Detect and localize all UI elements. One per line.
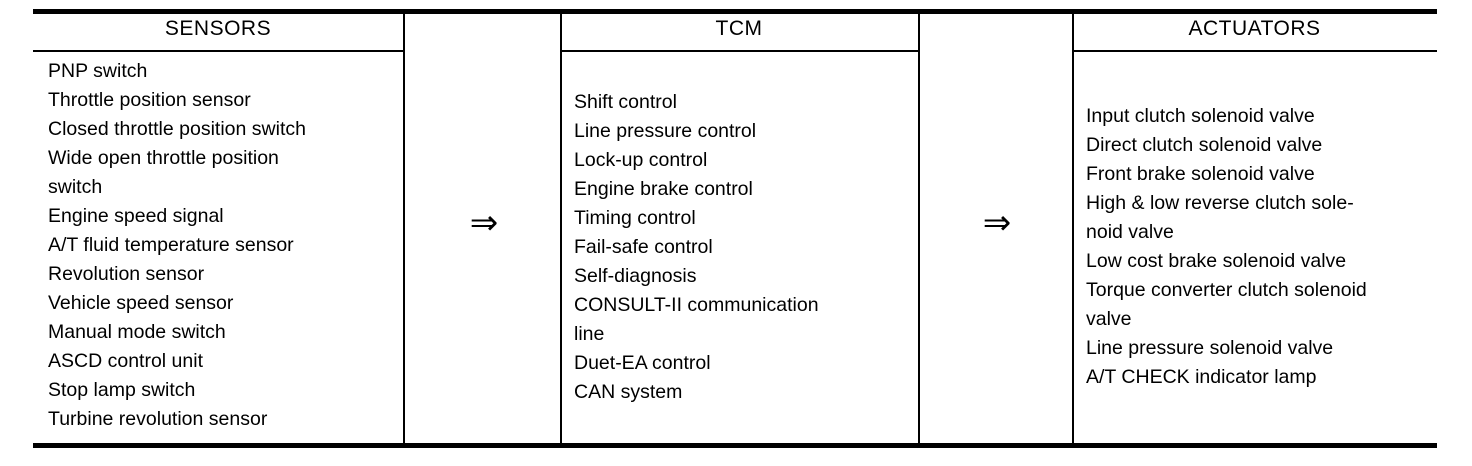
list-item: CAN system [574,380,683,403]
list-item: PNP switch [48,60,148,82]
tcm-list: Shift control Line pressure control Lock… [574,51,909,443]
list-item: Engine brake control [574,177,753,200]
list-item: High & low reverse clutch sole- noid val… [1086,192,1354,243]
tcm-header-separator [560,50,918,52]
list-item: A/T CHECK indicator lamp [1086,366,1317,388]
list-item: Duet-EA control [574,351,711,374]
actuators-column-header: ACTUATORS [1188,17,1321,40]
list-item: Low cost brake solenoid valve [1086,250,1347,272]
sensors-header-separator [33,50,403,52]
list-item: Line pressure control [574,119,757,142]
list-item: Wide open throttle position switch [48,147,279,198]
list-item: Direct clutch solenoid valve [1086,134,1323,156]
list-item: Manual mode switch [48,321,226,343]
list-item: Closed throttle position switch [48,118,306,140]
list-item: A/T fluid temperature sensor [48,234,294,256]
sensors-column-right-border [403,9,405,448]
list-item: Line pressure solenoid valve [1086,337,1334,359]
bottom-border-rule [33,443,1437,448]
actuators-header-separator [1072,50,1437,52]
sensors-list: PNP switch Throttle position sensor Clos… [48,51,398,443]
actuators-list: Input clutch solenoid valve Direct clutc… [1086,51,1434,443]
sensors-column-header: SENSORS [164,17,272,40]
list-item: Stop lamp switch [48,379,196,401]
list-item: Input clutch solenoid valve [1086,105,1315,127]
list-item: Self-diagnosis [574,264,697,287]
list-item: Shift control [574,90,677,113]
list-item: Lock-up control [574,148,708,171]
list-item: Turbine revolution sensor [48,408,268,430]
list-item: Timing control [574,206,696,229]
rightwards-double-arrow-icon: ⇒ [982,203,1012,243]
list-item: Vehicle speed sensor [48,292,234,314]
rightwards-double-arrow-icon: ⇒ [469,203,499,243]
list-item: Fail-safe control [574,235,713,258]
list-item: Front brake solenoid valve [1086,163,1315,185]
actuators-column-left-border [1072,9,1074,448]
list-item: Engine speed signal [48,205,224,227]
list-item: Torque converter clutch solenoid valve [1086,279,1367,330]
list-item: CONSULT-II communication line [574,293,819,345]
list-item: ASCD control unit [48,350,203,372]
tcm-column-header: TCM [715,17,763,40]
tcm-column-right-border [918,9,920,448]
top-border-rule [33,9,1437,14]
list-item: Throttle position sensor [48,89,251,111]
list-item: Revolution sensor [48,263,205,285]
tcm-column-left-border [560,9,562,448]
